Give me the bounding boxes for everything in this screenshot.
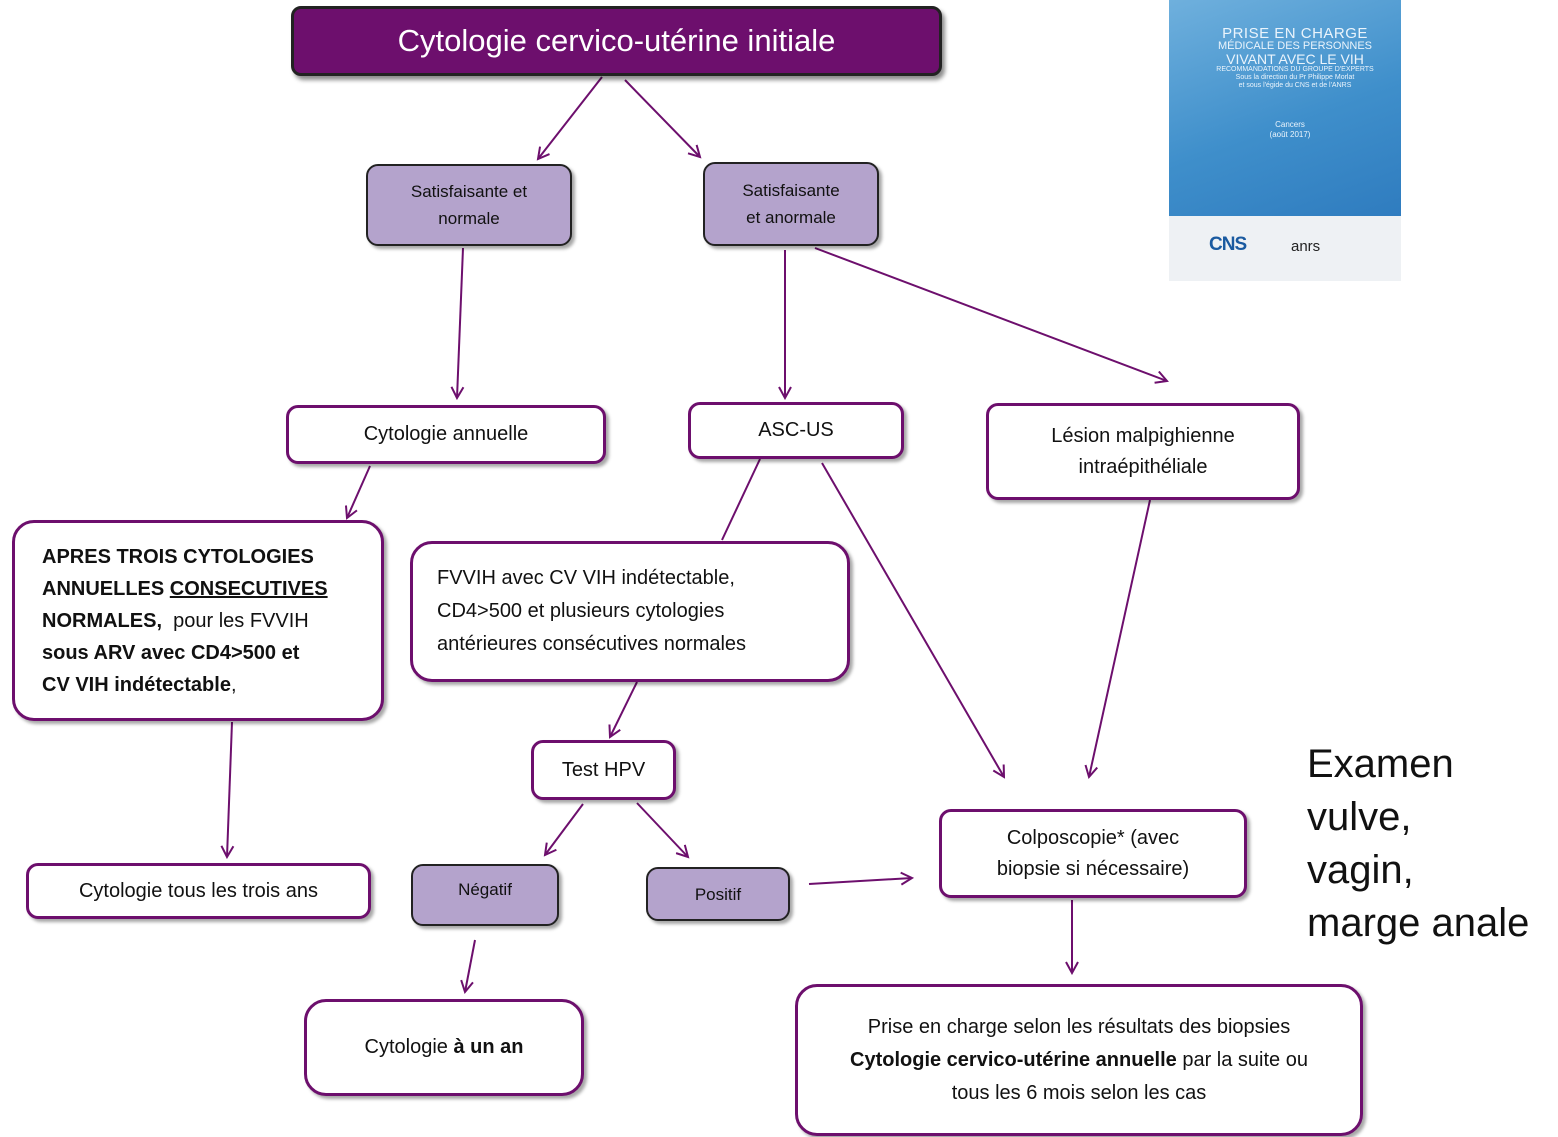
arrow-fvvih-to-hpv — [610, 681, 638, 737]
anrs-logo: anrs — [1291, 238, 1321, 255]
cover-line4: RECOMMANDATIONS DU GROUPE D'EXPERTS — [1216, 66, 1374, 73]
report-cover-title: PRISE EN CHARGE MÉDICALE DES PERSONNES V… — [1195, 26, 1395, 90]
node-lesion-line2: intraépithéliale — [1078, 455, 1208, 478]
prise-line2b: par la suite ou — [1176, 1048, 1308, 1071]
arrow-anormale-to-lesion — [814, 247, 1167, 381]
node-satisfaisante-normale: Satisfaisante et normale — [366, 164, 572, 246]
line-ascus-to-fvvih — [721, 458, 761, 541]
node-prise-line1: Prise en charge selon les résultats des … — [867, 1015, 1291, 1038]
node-cytologie-un-an: Cytologie à un an — [304, 999, 584, 1096]
node-colposcopie: Colposcopie* (avec biopsie si nécessaire… — [939, 809, 1247, 898]
apres-p4: sous ARV avec CD4>500 et — [42, 641, 300, 664]
prise-line2a: Cytologie cervico-utérine annuelle — [850, 1048, 1177, 1071]
node-prise-line3: tous les 6 mois selon les cas — [951, 1081, 1207, 1104]
arrow-hpv-to-negatif — [545, 803, 584, 855]
side-note-line3: vagin, — [1307, 848, 1414, 892]
node-prise-line2: Cytologie cervico-utérine annuelle par l… — [850, 1044, 1308, 1077]
apres-p3a: NORMALES, — [42, 609, 162, 632]
un-an-b: à un an — [453, 1036, 524, 1058]
side-note-examen: Examen vulve, vagin, marge anale — [1307, 738, 1529, 950]
side-note-line2: vulve, — [1307, 795, 1412, 839]
cover-line5: Sous la direction du Pr Philippe Morlat — [1235, 74, 1355, 81]
node-colposcopie-line2: biopsie si nécessaire) — [996, 857, 1190, 880]
arrow-ascus-to-colposcopie — [821, 462, 1004, 777]
apres-p5a: CV VIH indétectable — [42, 673, 231, 696]
apres-p1: APRES TROIS CYTOLOGIES — [42, 545, 314, 568]
node-fvvih-line3: antérieures consécutives normales — [437, 633, 747, 655]
apres-line3: NORMALES, pour les FVVIH — [42, 605, 309, 637]
node-satisfaisante-anormale-line1: Satisfaisante — [742, 181, 840, 200]
un-an-a: Cytologie — [364, 1036, 454, 1058]
cover-line1: PRISE EN CHARGE — [1222, 25, 1368, 42]
apres-line5: CV VIH indétectable, — [42, 669, 237, 701]
node-satisfaisante-anormale-line2: et anormale — [746, 208, 836, 227]
cover-line2: MÉDICALE DES PERSONNES — [1217, 40, 1373, 52]
arrow-title-to-anormale — [624, 79, 700, 157]
cns-logo: CNS — [1209, 234, 1247, 255]
cover-line6: et sous l'égide du CNS et de l'ANRS — [1238, 82, 1352, 89]
apres-line4: sous ARV avec CD4>500 et — [42, 637, 299, 669]
apres-line2: ANNUELLES CONSECUTIVES — [42, 573, 328, 605]
arrow-negatif-to-un-an — [465, 939, 476, 992]
node-asc-us-text: ASC-US — [758, 419, 834, 441]
apres-p5b: , — [230, 673, 237, 696]
node-satisfaisante-normale-line2: normale — [438, 209, 500, 228]
report-cover-subtitle: Cancers (août 2017) — [1229, 120, 1351, 140]
cover-line3: VIVANT AVEC LE VIH — [1226, 51, 1364, 67]
cover-subtitle1: Cancers — [1275, 120, 1305, 129]
node-fvvih: FVVIH avec CV VIH indétectable, CD4>500 … — [410, 541, 850, 682]
node-satisfaisante-anormale: Satisfaisante et anormale — [703, 162, 879, 246]
apres-p2b: CONSECUTIVES — [169, 577, 328, 600]
node-test-hpv: Test HPV — [531, 740, 676, 800]
apres-p2a: ANNUELLES — [42, 577, 170, 600]
node-negatif-text: Négatif — [458, 880, 512, 899]
report-cover-image: PRISE EN CHARGE MÉDICALE DES PERSONNES V… — [1169, 0, 1401, 281]
arrow-title-to-normale — [538, 76, 603, 159]
diagram-title: Cytologie cervico-utérine initiale — [291, 6, 942, 76]
apres-line1: APRES TROIS CYTOLOGIES — [42, 541, 314, 573]
side-note-line1: Examen — [1307, 742, 1454, 786]
cover-subtitle2: (août 2017) — [1269, 130, 1311, 139]
node-colposcopie-line1: Colposcopie* (avec — [1006, 826, 1180, 849]
arrow-normale-to-annuelle — [457, 247, 463, 398]
node-lesion-malpighienne: Lésion malpighienne intraépithéliale — [986, 403, 1300, 500]
arrow-annuelle-to-apres — [347, 465, 371, 518]
node-cytologie-trois-ans-text: Cytologie tous les trois ans — [78, 879, 318, 902]
node-positif-text: Positif — [694, 884, 742, 904]
apres-p3b: pour les FVVIH — [162, 609, 309, 632]
node-cytologie-annuelle-text: Cytologie annuelle — [363, 423, 529, 445]
node-negatif: Négatif — [411, 864, 559, 926]
node-cytologie-un-an-text: Cytologie à un an — [365, 1032, 524, 1063]
node-asc-us: ASC-US — [688, 402, 904, 459]
node-prise-en-charge: Prise en charge selon les résultats des … — [795, 984, 1363, 1136]
arrow-lesion-to-colposcopie — [1089, 499, 1151, 777]
side-note-line4: marge anale — [1307, 901, 1530, 945]
node-lesion-line1: Lésion malpighienne — [1051, 424, 1235, 447]
node-apres-trois-cytologies: APRES TROIS CYTOLOGIES ANNUELLES CONSECU… — [12, 520, 384, 721]
node-fvvih-line2: CD4>500 et plusieurs cytologies — [437, 600, 725, 622]
node-cytologie-trois-ans: Cytologie tous les trois ans — [26, 863, 371, 919]
node-satisfaisante-normale-line1: Satisfaisante et — [410, 182, 528, 201]
node-positif: Positif — [646, 867, 790, 921]
node-test-hpv-text: Test HPV — [561, 758, 646, 781]
arrow-hpv-to-positif — [636, 802, 688, 857]
node-cytologie-annuelle: Cytologie annuelle — [286, 405, 606, 464]
arrow-positif-to-colposcopie — [808, 878, 912, 884]
arrow-apres-to-trois-ans — [227, 721, 232, 857]
diagram-title-text: Cytologie cervico-utérine initiale — [397, 23, 836, 58]
node-fvvih-line1: FVVIH avec CV VIH indétectable, — [437, 567, 735, 589]
report-cover-blue-panel — [1169, 0, 1401, 216]
